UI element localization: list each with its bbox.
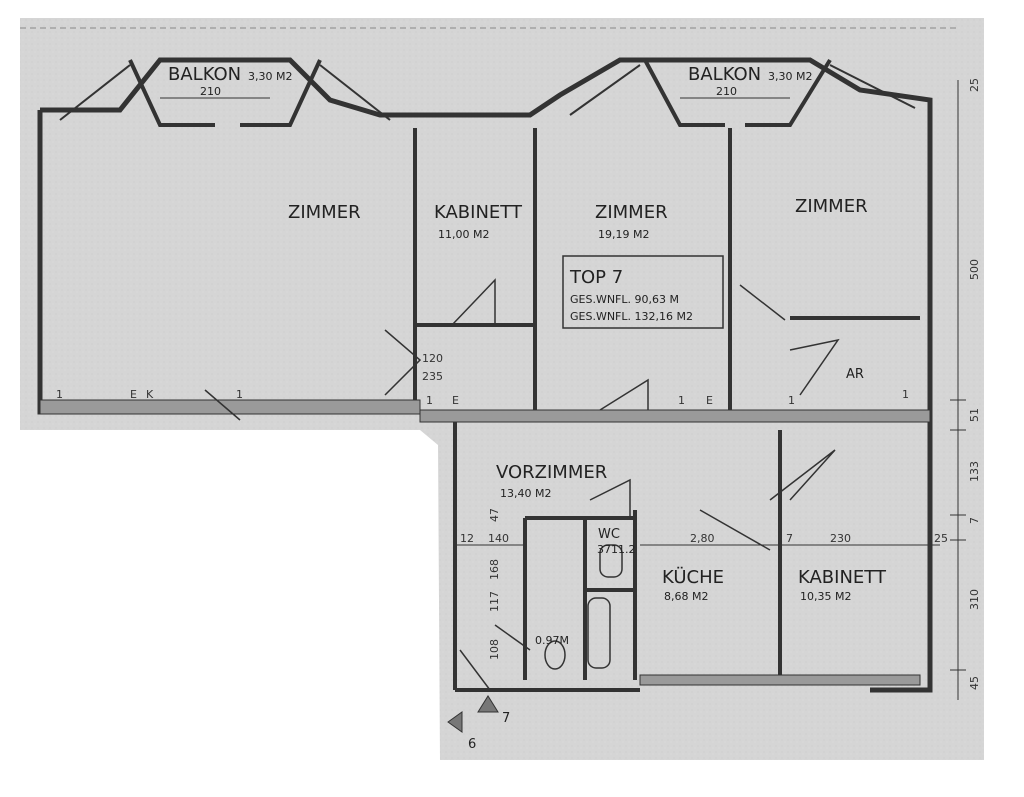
balcony-right [569,58,916,127]
dim-140: 140 [488,532,509,545]
marker-e-a: E [130,388,137,401]
balcony-left [59,59,391,127]
stair-number-6: 6 [468,737,476,752]
dim-right-133: 133 [968,461,981,482]
dim-25: 25 [934,532,948,545]
room-kueche-name: KÜCHE [662,566,724,588]
dim-168: 168 [488,559,501,580]
dim-120: 120 [422,352,443,365]
marker-1-d: 1 [678,394,685,407]
room-zimmer-3-name: ZIMMER [795,196,868,217]
room-kabinett-1-name: KABINETT [434,202,523,223]
balcony-left-area: 3,30 M2 [248,70,292,83]
marker-1-a: 1 [56,388,63,401]
dim-235: 235 [422,370,443,383]
balcony-left-name: BALKON [168,64,241,85]
bath-fixtures [544,544,623,670]
dim-right-51: 51 [968,408,981,422]
dim-230: 230 [830,532,851,545]
dim-right-45: 45 [968,676,981,690]
dim-47: 47 [488,508,501,522]
apartment-top-number: TOP 7 [569,267,623,288]
room-zimmer-2-area: 19,19 M2 [598,228,649,241]
room-kabinett-1-area: 11,00 M2 [438,228,489,241]
marker-1-b: 1 [236,388,243,401]
dim-7: 7 [786,532,793,545]
marker-k-a: K [146,388,154,401]
door-swings [204,278,840,691]
dim-2-80: 2,80 [690,532,715,545]
room-kabinett-2-area: 10,35 M2 [800,590,851,603]
stairs-symbol [447,695,499,733]
apartment-area-2: GES.WNFL. 132,16 M2 [570,310,693,323]
room-vorzimmer-area: 13,40 M2 [500,487,551,500]
dim-117: 117 [488,591,501,612]
marker-e-b: E [452,394,459,407]
balcony-left-width: 210 [200,85,221,98]
balcony-right-name: BALKON [688,64,761,85]
marker-e-c: E [706,394,713,407]
room-wc-name: WC [598,527,620,542]
dim-right-500: 500 [968,259,981,280]
marker-1-f: 1 [902,388,909,401]
dim-12: 12 [460,532,474,545]
room-zimmer-1-name: ZIMMER [288,202,361,223]
dim-108: 108 [488,639,501,660]
room-kueche-area: 8,68 M2 [664,590,708,603]
room-kabinett-2-name: KABINETT [798,567,887,588]
apartment-area-1: GES.WNFL. 90,63 M [570,293,679,306]
marker-1-e: 1 [788,394,795,407]
dim-right-7: 7 [968,517,981,524]
room-zimmer-2-name: ZIMMER [595,202,668,223]
dim-right-25: 25 [968,78,981,92]
balcony-right-area: 3,30 M2 [768,70,812,83]
room-ar-name: AR [846,367,864,382]
room-wc-area: 3711.2 [597,543,636,556]
apartment-info-box [562,255,724,329]
stair-number-7: 7 [502,711,510,726]
dim-right-310: 310 [968,589,981,610]
balcony-right-width: 210 [716,85,737,98]
room-vorzimmer-name: VORZIMMER [496,462,607,483]
marker-1-c: 1 [426,394,433,407]
room-bad-area: 0.97M [535,634,569,647]
